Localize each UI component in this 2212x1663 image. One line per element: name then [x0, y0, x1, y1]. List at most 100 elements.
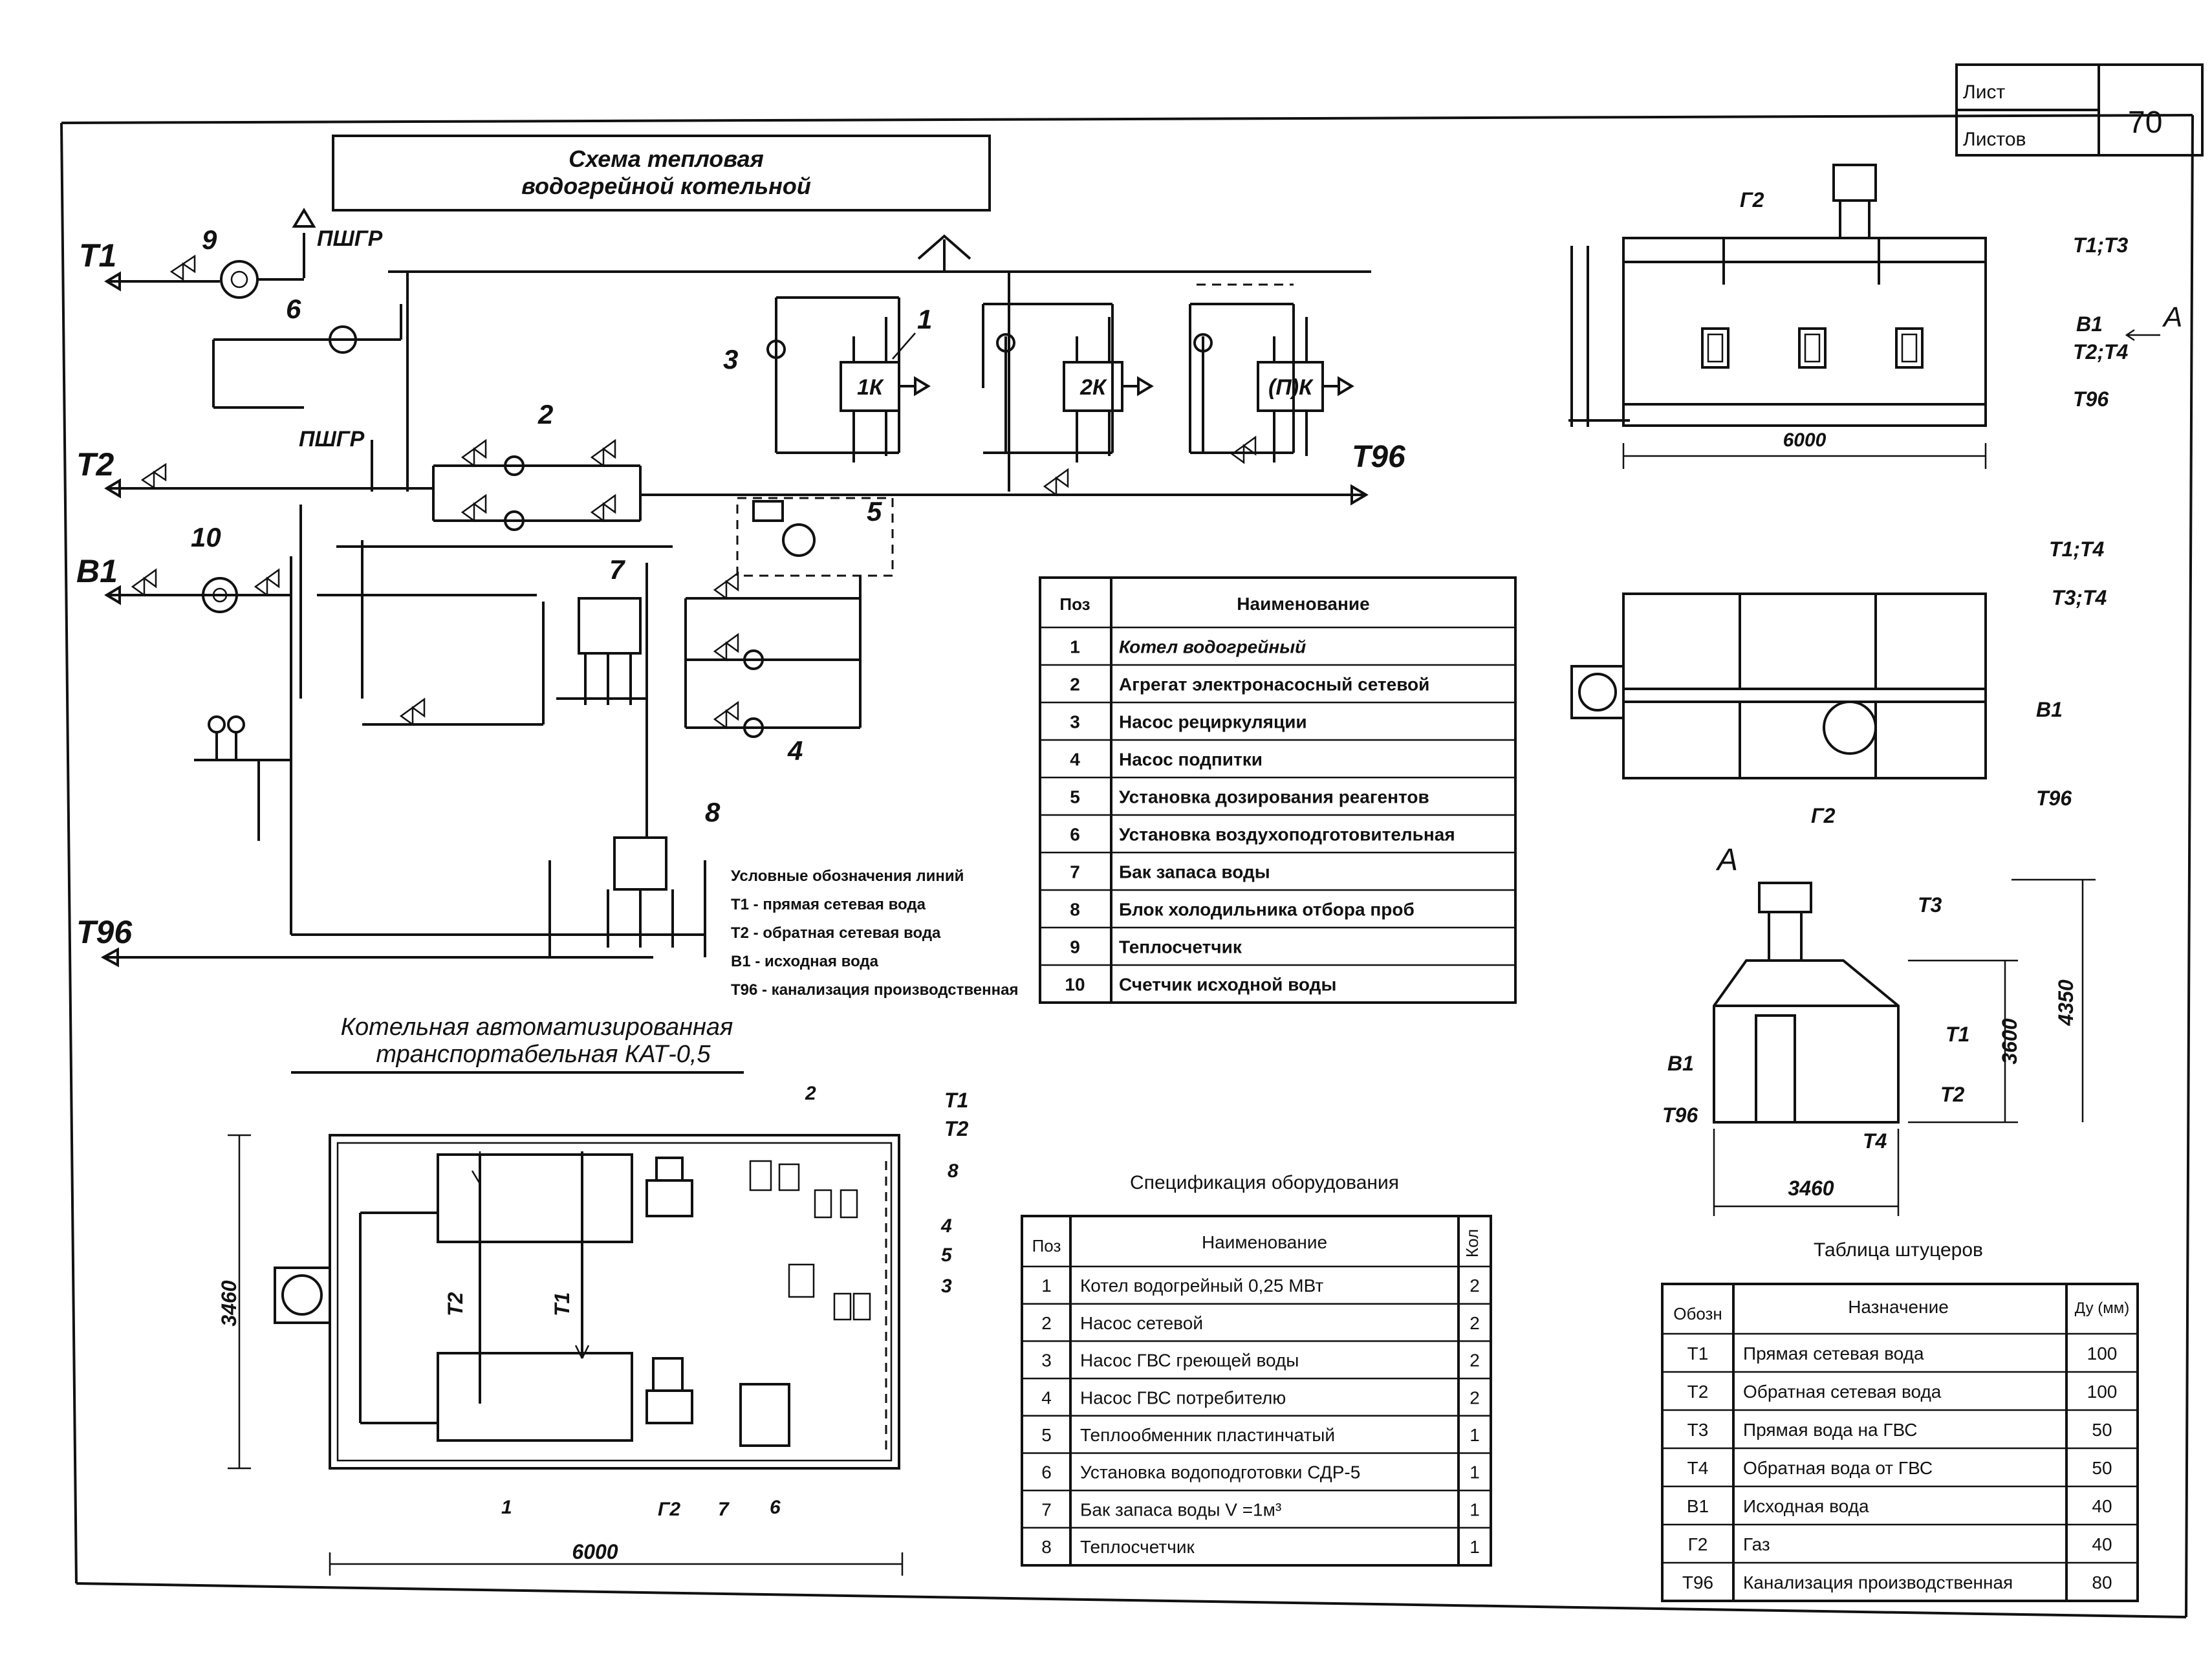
- plan-label-t2-top: T2: [944, 1117, 969, 1140]
- side-t96: T96: [2073, 387, 2109, 411]
- callout-2: 2: [537, 399, 553, 429]
- spec-header-name: Наименование: [1202, 1232, 1327, 1252]
- fit-row-7-col-3: 80: [2092, 1572, 2112, 1592]
- plan-label-t1-top: T1: [944, 1089, 968, 1112]
- fit-row-5-col-3: 40: [2092, 1496, 2112, 1516]
- plan-num-4: 4: [940, 1215, 952, 1237]
- boiler-pk-label: (П)К: [1268, 375, 1314, 400]
- plan-num-6: 6: [770, 1497, 781, 1518]
- spec-row-7-col-1: 7: [1041, 1499, 1052, 1519]
- spec-row-4-col-3: 2: [1469, 1387, 1480, 1408]
- end-t96: T96: [1662, 1103, 1698, 1127]
- side-section-a: A: [2162, 301, 2182, 333]
- spec-title: Спецификация оборудования: [1130, 1172, 1399, 1193]
- pos-row-7-col-2: Бак запаса воды: [1119, 862, 1270, 882]
- spec-row-3-col-3: 2: [1469, 1351, 1480, 1371]
- network-pump-icon: [504, 455, 525, 476]
- spec-row-5-col-3: 1: [1469, 1425, 1480, 1445]
- plan-g2: Г2: [658, 1499, 680, 1520]
- side-dim-length: 6000: [1783, 429, 1827, 451]
- fit-row-4-col-3: 50: [2092, 1458, 2112, 1478]
- pos-header-pos: Поз: [1059, 594, 1090, 614]
- end-b1: B1: [1667, 1052, 1694, 1075]
- pos-row-3-col-1: 3: [1070, 712, 1080, 732]
- spec-row-4-col-1: 4: [1041, 1387, 1052, 1408]
- side-view: 6000 Г2 T1;T3 B1 A T2;T4 T96: [1568, 164, 2182, 469]
- spec-row-3-col-2: Насос ГВС греющей воды: [1080, 1351, 1299, 1371]
- spec-row-7-col-3: 1: [1469, 1499, 1480, 1519]
- spec-row-1-col-3: 2: [1469, 1276, 1480, 1296]
- sheet-frame: [60, 114, 2194, 1618]
- water-meter-10-icon: [202, 577, 238, 613]
- spec-row-8-col-2: Теплосчетчик: [1080, 1537, 1195, 1557]
- legend-item-2: T2 - обратная сетевая вода: [731, 924, 941, 942]
- thermal-scheme: Схема тепловая водогрейной котельной T1 …: [76, 135, 1405, 968]
- spec-row-5-col-2: Теплообменник пластинчатый: [1080, 1425, 1335, 1445]
- spec-row-1-col-1: 1: [1041, 1276, 1052, 1296]
- fit-row-1-col-2: Прямая сетевая вода: [1743, 1343, 1924, 1364]
- fit-row-1-col-3: 100: [2087, 1343, 2118, 1364]
- spec-row-4-col-2: Насос ГВС потребителю: [1080, 1387, 1286, 1408]
- top-b1: B1: [2036, 698, 2063, 721]
- pos-row-10-col-1: 10: [1065, 974, 1085, 994]
- pos-row-2-col-1: 2: [1070, 674, 1080, 694]
- fit-row-3-col-3: 50: [2092, 1420, 2112, 1440]
- spec-row-2-col-3: 2: [1469, 1313, 1480, 1333]
- end-dim-3600: 3600: [1998, 1018, 2021, 1064]
- end-dim-4350: 4350: [2054, 979, 2077, 1026]
- top-t96: T96: [2036, 787, 2072, 810]
- end-view: A T3 T1 T2 T4 B1 T96 3600 4350 3460: [1662, 843, 2096, 1216]
- spec-row-8-col-3: 1: [1469, 1537, 1480, 1557]
- pos-row-9-col-2: Теплосчетчик: [1119, 937, 1242, 957]
- pos-row-8-col-2: Блок холодильника отбора проб: [1119, 899, 1415, 919]
- fit-row-7-col-2: Канализация производственная: [1743, 1572, 2013, 1592]
- spec-row-1-col-2: Котел водогрейный 0,25 МВт: [1080, 1276, 1323, 1296]
- fit-row-7-col-1: T96: [1682, 1572, 1713, 1592]
- boiler-2k-label: 2К: [1079, 375, 1107, 400]
- legend-item-4: T96 - канализация производственная: [731, 981, 1018, 999]
- scheme-title-1: Схема тепловая: [569, 146, 764, 172]
- end-t2: T2: [1940, 1083, 1965, 1106]
- spec-row-2-col-2: Насос сетевой: [1080, 1313, 1203, 1333]
- callout-9: 9: [202, 224, 217, 255]
- pos-row-4-col-1: 4: [1070, 749, 1080, 769]
- top-g2: Г2: [1811, 804, 1836, 827]
- callout-8: 8: [705, 797, 721, 827]
- fit-row-6-col-1: Г2: [1688, 1534, 1708, 1554]
- plan-dim-width: 6000: [572, 1540, 618, 1563]
- end-t1: T1: [1946, 1023, 1969, 1046]
- pos-row-4-col-2: Насос подпитки: [1119, 749, 1263, 769]
- fittings-table: Таблица штуцеров Обозн Назначение Ду (мм…: [1661, 1239, 2139, 1602]
- plan-label-t1-inner: T1: [550, 1292, 574, 1316]
- fit-row-2-col-2: Обратная сетевая вода: [1743, 1382, 1942, 1402]
- spec-row-7-col-2: Бак запаса воды V =1м³: [1080, 1499, 1281, 1519]
- callout-7: 7: [609, 554, 625, 585]
- spec-header-pos: Поз: [1032, 1236, 1061, 1255]
- boiler-lower: [437, 1352, 633, 1442]
- fit-row-3-col-1: T3: [1687, 1420, 1709, 1440]
- top-t3t4: T3;T4: [2052, 586, 2107, 609]
- plan-label-t2-inner: T2: [444, 1292, 467, 1316]
- callout-3: 3: [723, 344, 738, 375]
- spec-table: Спецификация оборудования Поз Наименован…: [1021, 1172, 1492, 1567]
- fit-row-6-col-3: 40: [2092, 1534, 2112, 1554]
- end-t3: T3: [1918, 893, 1942, 917]
- plan-title-1: Котельная автоматизированная: [341, 1014, 733, 1041]
- legend-title: Условные обозначения линий: [731, 867, 964, 885]
- spec-row-6-col-1: 6: [1041, 1462, 1052, 1483]
- fit-row-2-col-3: 100: [2087, 1382, 2118, 1402]
- pos-row-7-col-1: 7: [1070, 862, 1080, 882]
- pos-row-3-col-2: Насос рециркуляции: [1119, 712, 1307, 732]
- legend-item-3: B1 - исходная вода: [731, 953, 879, 970]
- label-t96-right: T96: [1352, 440, 1405, 474]
- top-chimney-icon: [1570, 665, 1625, 719]
- label-t1: T1: [79, 237, 116, 274]
- callout-1: 1: [917, 304, 932, 334]
- list-label: Лист: [1963, 82, 2005, 103]
- fit-header-purpose: Назначение: [1848, 1297, 1949, 1317]
- fit-row-3-col-2: Прямая вода на ГВС: [1743, 1420, 1917, 1440]
- boiler-1k-label: 1К: [857, 375, 884, 400]
